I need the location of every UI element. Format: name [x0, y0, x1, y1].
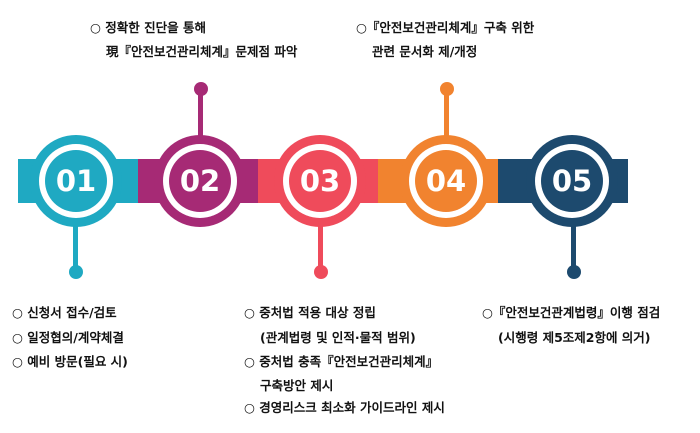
step-5-note-line-2: (시행령 제5조제2항에 의거): [498, 330, 651, 345]
step-3-note-line-2: (관계법령 및 인적·물적 범위): [260, 330, 416, 345]
connector-step-1: [73, 220, 78, 270]
connector-dot-step-3: [314, 265, 328, 279]
step-4-note-line-1: ○『안전보건관리체계』구축 위한: [356, 20, 535, 35]
step-1-note-line-3: ○ 예비 방문(필요 시): [12, 354, 128, 369]
step-circle-1: 01: [30, 135, 122, 227]
connector-dot-step-1: [69, 265, 83, 279]
step-5-note-line-1: ○『안전보건관계법령』이행 점검: [482, 305, 661, 320]
step-number-1: 01: [45, 150, 107, 212]
step-number-2: 02: [169, 150, 231, 212]
step-1-note-line-2: ○ 일정협의/계약체결: [12, 330, 124, 345]
step-circle-4: 04: [400, 135, 492, 227]
step-2-note-line-1: ○ 정확한 진단을 통해: [90, 20, 206, 35]
step-number-4: 04: [415, 150, 477, 212]
step-number-3: 03: [289, 150, 351, 212]
step-4-note-line-2: 관련 문서화 제/개정: [372, 44, 478, 59]
connector-dot-step-5: [567, 265, 581, 279]
step-2-note-line-2: 現『안전보건관리체계』문제점 파악: [106, 44, 298, 59]
step-circle-3: 03: [274, 135, 366, 227]
connector-step-2: [198, 88, 203, 138]
step-circle-5: 05: [526, 135, 618, 227]
connector-step-5: [571, 220, 576, 270]
connector-dot-step-4: [440, 82, 454, 96]
step-number-5: 05: [541, 150, 603, 212]
step-1-note-line-1: ○ 신청서 접수/검토: [12, 305, 117, 320]
connector-dot-step-2: [194, 82, 208, 96]
connector-step-3: [318, 220, 323, 270]
connector-step-4: [444, 88, 449, 138]
step-3-note-line-5: ○ 경영리스크 최소화 가이드라인 제시: [244, 400, 445, 415]
step-3-note-line-3: ○ 중처법 충족『안전보건관리체계』: [244, 354, 439, 369]
step-circle-2: 02: [154, 135, 246, 227]
step-3-note-line-1: ○ 중처법 적용 대상 정립: [244, 305, 376, 320]
step-3-note-line-4: 구축방안 제시: [260, 378, 334, 393]
